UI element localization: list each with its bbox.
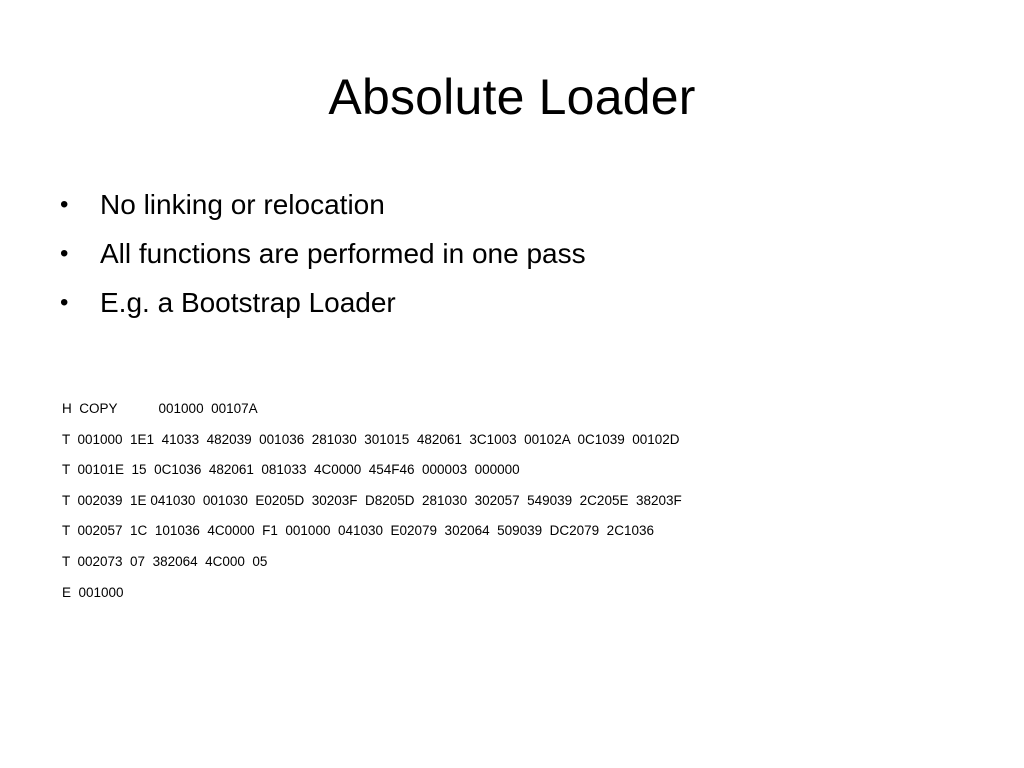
text-record: T 002039 1E 041030 001030 E0205D 30203F … [62, 492, 682, 508]
slide-title: Absolute Loader [328, 69, 696, 125]
bullet-item: • E.g. a Bootstrap Loader [60, 278, 586, 327]
bullet-item: • No linking or relocation [60, 180, 586, 229]
text-record: T 001000 1E1 41033 482039 001036 281030 … [62, 431, 680, 447]
bullet-item: • All functions are performed in one pas… [60, 229, 586, 278]
text-record: T 002073 07 382064 4C000 05 [62, 553, 268, 569]
text-record: T 002057 1C 101036 4C0000 F1 001000 0410… [62, 523, 654, 539]
bullet-icon: • [60, 289, 69, 316]
bullet-icon: • [60, 240, 69, 267]
bullet-text: No linking or relocation [100, 189, 385, 220]
text-record: T 00101E 15 0C1036 482061 081033 4C0000 … [62, 462, 520, 478]
bullet-icon: • [60, 191, 69, 218]
header-record: H COPY 001000 00107A [62, 401, 258, 416]
bullet-text: E.g. a Bootstrap Loader [100, 287, 396, 318]
bullet-list: • No linking or relocation • All functio… [60, 180, 586, 327]
bullet-text: All functions are performed in one pass [100, 238, 586, 269]
object-program-records: H COPY 001000 00107A T 001000 1E1 41033 … [62, 394, 682, 608]
end-record: E 001000 [62, 584, 124, 600]
